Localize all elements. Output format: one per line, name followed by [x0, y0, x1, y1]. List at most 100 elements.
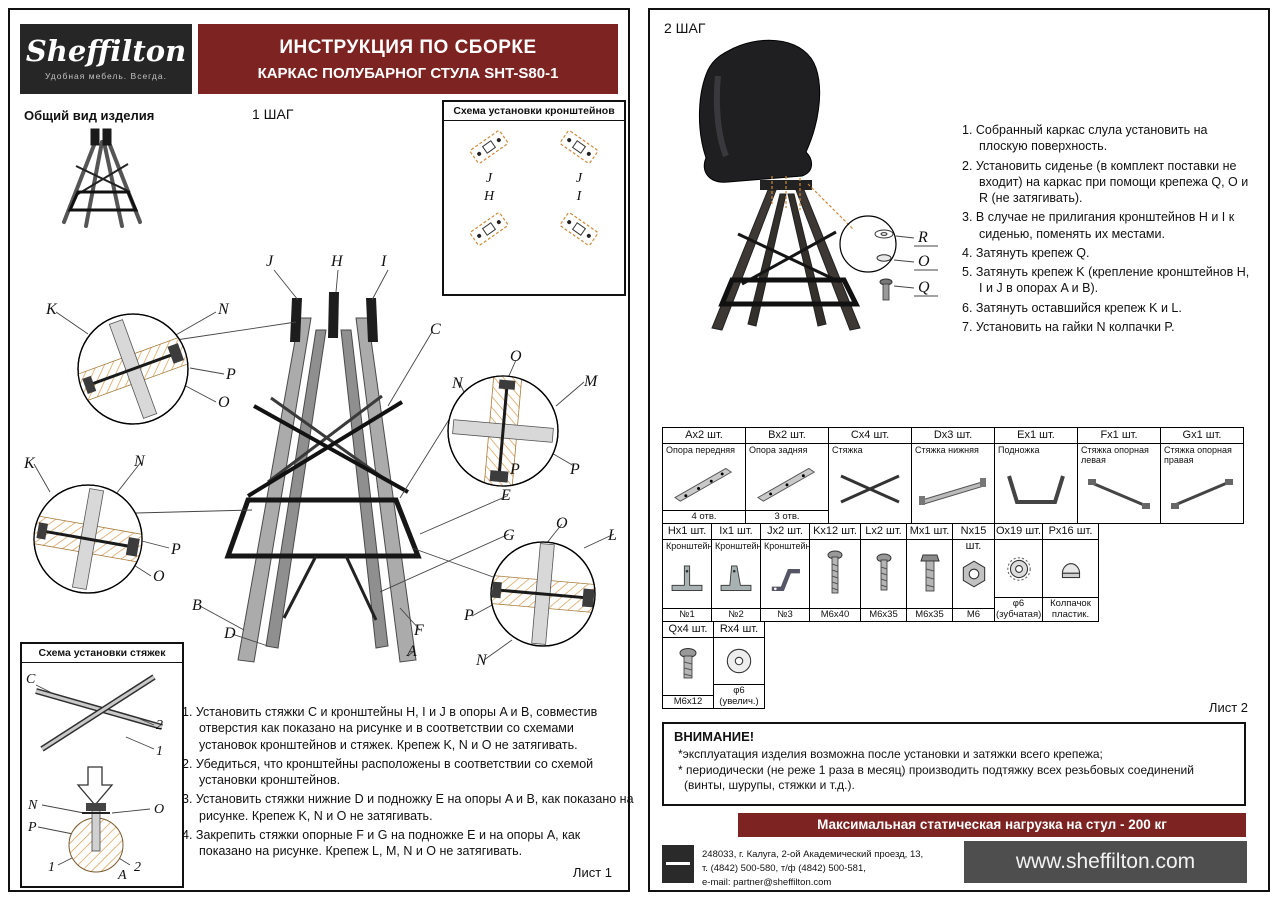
part-name: Стяжка нижняя — [915, 445, 979, 455]
part-note: 3 отв. — [746, 509, 828, 523]
part-qty: Kx12 шт. — [810, 524, 860, 540]
part-qty: Ax2 шт. — [663, 428, 745, 444]
part-cell-C: Cx4 шт. Стяжка — [828, 427, 912, 524]
stool-photo: R O Q — [699, 39, 938, 331]
step1-label: 1 ШАГ — [252, 106, 294, 122]
fastener-detail-circle — [839, 215, 897, 273]
callout-letter: P — [225, 366, 236, 383]
callout-letter: L — [607, 527, 617, 544]
part-cell-I: Ix1 шт. Кронштейн №2 — [711, 523, 761, 622]
footrest-ring — [224, 497, 422, 559]
part-qty: Rx4 шт. — [714, 622, 764, 638]
part-cell-J: Jx2 шт. Кронштейн №3 — [760, 523, 810, 622]
callout-letter: G — [503, 527, 515, 544]
part-note: M6x40 — [810, 607, 860, 621]
part-cell-Q: Qx4 шт. M6x12 — [662, 621, 714, 709]
screw-icon — [810, 540, 860, 608]
leader-lines — [33, 269, 615, 661]
part-cell-R: Rx4 шт. φ6 (увелич.) — [713, 621, 765, 709]
callout-letter: F — [413, 622, 424, 639]
callout-letter: K — [23, 455, 36, 472]
part-qty: Dx3 шт. — [912, 428, 994, 444]
instruction-item: 4. Затянуть крепеж Q. — [962, 245, 1090, 260]
part-note: φ6 (увелич.) — [714, 684, 764, 708]
footrest-ring — [718, 277, 861, 307]
left-support-tie-drawing — [1078, 466, 1160, 523]
callout-letter: N — [475, 652, 488, 669]
callout-letter: H — [483, 189, 495, 204]
part-cell-B: Bx2 шт. Опора задняя 3 отв. — [745, 427, 829, 524]
washer-icon — [714, 638, 764, 684]
callout-letter: P — [509, 461, 520, 478]
step2-instructions: 1. Собранный каркас слула установить на … — [962, 122, 1254, 338]
part-cell-M: Mx1 шт. M6x35 — [906, 523, 953, 622]
callout-letter: I — [576, 189, 582, 204]
bracket-icon — [559, 130, 599, 164]
part-note: φ6 (зубчатая) — [995, 597, 1042, 620]
bracket-drawing — [761, 552, 809, 608]
part-name: Опора задняя — [749, 445, 808, 455]
instruction-item: 6. Затянуть оставшийся крепеж K и L. — [962, 300, 1182, 315]
instruction-item: 1. Установить стяжки C и кронштейны H, I… — [182, 705, 598, 752]
fastener-icons — [874, 229, 894, 301]
sheet-number: Лист 1 — [572, 865, 612, 880]
part-name: Кронштейн — [715, 541, 762, 551]
step1-instructions: 1. Установить стяжки C и кронштейны H, I… — [182, 704, 634, 862]
page-1: Sheffilton Удобная мебель. Всегда. ИНСТР… — [8, 8, 634, 892]
part-qty: Qx4 шт. — [663, 622, 713, 638]
callout-letter: N — [27, 798, 38, 813]
callout-letter: O — [510, 348, 522, 365]
part-qty: Fx1 шт. — [1078, 428, 1160, 444]
part-cell-L: Lx2 шт. M6x35 — [860, 523, 907, 622]
callout-letter: O — [556, 515, 568, 532]
part-cell-D: Dx3 шт. Стяжка нижняя — [911, 427, 995, 524]
part-name: Стяжка — [832, 445, 863, 455]
front-leg-drawing — [663, 456, 745, 510]
part-note: Колпачок пластик. — [1043, 597, 1098, 621]
support-ties — [282, 555, 378, 621]
callout-letter: N — [451, 375, 464, 392]
callout-letter: I — [380, 253, 387, 270]
callout-letter: A — [406, 643, 417, 660]
callout-letter: N — [133, 453, 146, 470]
top-brackets — [290, 292, 378, 342]
callout-letter: Q — [918, 279, 930, 296]
callout-letter: E — [500, 487, 511, 504]
part-note: M6x12 — [663, 694, 713, 708]
footer-website: www.sheffilton.com — [964, 841, 1247, 883]
part-note: M6 — [953, 607, 994, 621]
callout-letter: R — [917, 229, 928, 246]
part-note: №3 — [761, 607, 809, 621]
part-cell-O: Ox19 шт. φ6 (зубчатая) — [994, 523, 1043, 622]
part-qty: Lx2 шт. — [861, 524, 906, 540]
instruction-item: 3. Установить стяжки нижние D и подножку… — [182, 792, 634, 823]
frame-legs — [237, 317, 417, 663]
instruction-item: 3. В случае не прилигания кронштейнов H … — [962, 210, 1235, 241]
bracket-icon — [469, 212, 509, 246]
part-cell-E: Ex1 шт. Подножка — [994, 427, 1078, 524]
bracket-icon — [469, 130, 509, 164]
callout-letter: P — [170, 541, 181, 558]
callout-letter: D — [223, 625, 236, 642]
tie-scheme-title: Схема установки стяжек — [22, 644, 182, 663]
callout-letter: M — [583, 373, 599, 390]
brand-name: Sheffilton — [25, 34, 187, 68]
nut-icon — [953, 540, 994, 608]
callout-letter: J — [575, 171, 583, 186]
general-view-label: Общий вид изделия — [24, 108, 155, 123]
part-name: Кронштейн — [666, 541, 713, 551]
tie-drawing — [829, 456, 911, 523]
instruction-item: 5. Затянуть крепеж K (крепление кронштей… — [962, 265, 1250, 296]
title-line-2: КАРКАС ПОЛУБАРНОГ СТУЛА SHT-S80-1 — [257, 64, 559, 82]
part-cell-K: Kx12 шт. M6x40 — [809, 523, 861, 622]
part-qty: Mx1 шт. — [907, 524, 952, 540]
part-qty: Gx1 шт. — [1161, 428, 1243, 444]
rear-leg-drawing — [746, 456, 828, 510]
instruction-item: 4. Закрепить стяжки опорные F и G на под… — [182, 827, 581, 858]
part-cell-P: Px16 шт. Колпачок пластик. — [1042, 523, 1099, 622]
page1-header: Sheffilton Удобная мебель. Всегда. ИНСТР… — [20, 24, 618, 94]
callout-letter: C — [26, 672, 36, 687]
part-qty: Jx2 шт. — [761, 524, 809, 540]
tie-scheme-drawing: C 2 1 N P O 1 2 A — [26, 672, 164, 883]
brand-tagline: Удобная мебель. Всегда. — [45, 71, 167, 81]
